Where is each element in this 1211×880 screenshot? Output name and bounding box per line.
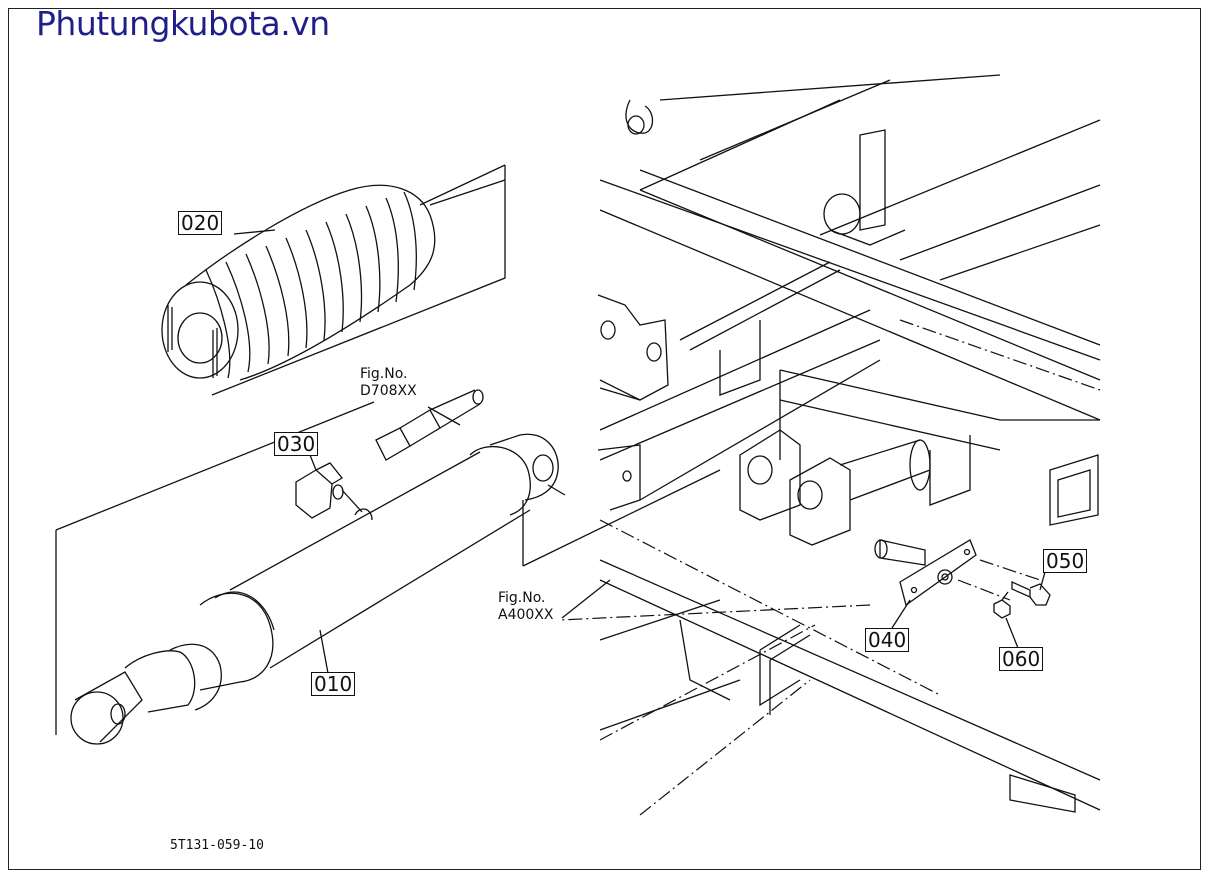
mounting-brackets (739, 429, 971, 546)
pipe-clamp (759, 624, 811, 715)
fig-ref-a400xx[interactable]: Fig.No. A400XX (498, 590, 553, 624)
fig-ref-d708xx[interactable]: Fig.No. D708XX (360, 366, 417, 400)
part-label-060[interactable]: 060 (999, 647, 1044, 671)
part-label-050[interactable]: 050 (1043, 549, 1088, 573)
fig-ref-code: A400XX (498, 607, 554, 623)
fig-ref-label: Fig.No. (360, 366, 408, 382)
part-label-030[interactable]: 030 (274, 432, 319, 456)
part-label-020[interactable]: 020 (178, 211, 223, 235)
fig-ref-code: D708XX (360, 383, 417, 399)
bellows-boot (161, 179, 506, 381)
exploded-view-outline (55, 164, 721, 735)
site-watermark: Phutungkubota.vn (36, 4, 330, 43)
pivot-pin-plate (874, 539, 977, 607)
bolt (1011, 580, 1051, 606)
drawing-code: 5T131-059-10 (170, 838, 264, 853)
elbow-fitting (295, 462, 363, 519)
part-label-010[interactable]: 010 (311, 672, 356, 696)
hose-fitting (375, 389, 484, 461)
leader-lines (233, 229, 1101, 816)
part-label-040[interactable]: 040 (865, 628, 910, 652)
grease-nipple (993, 591, 1011, 619)
tractor-frame (597, 74, 1101, 813)
hydraulic-cylinder (70, 433, 566, 745)
fig-ref-label: Fig.No. (498, 590, 546, 606)
drawing-frame (8, 8, 1201, 870)
